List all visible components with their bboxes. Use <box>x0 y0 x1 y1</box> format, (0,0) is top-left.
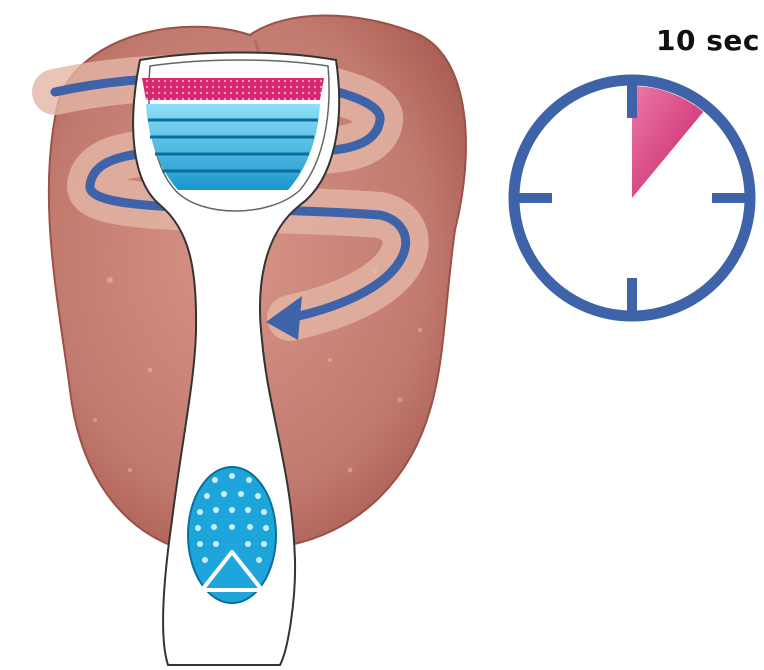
scraper-grip <box>188 467 276 603</box>
stopwatch-icon <box>514 80 750 316</box>
timer-duration-label: 10 sec <box>656 24 760 57</box>
scraper-blade <box>142 78 324 190</box>
